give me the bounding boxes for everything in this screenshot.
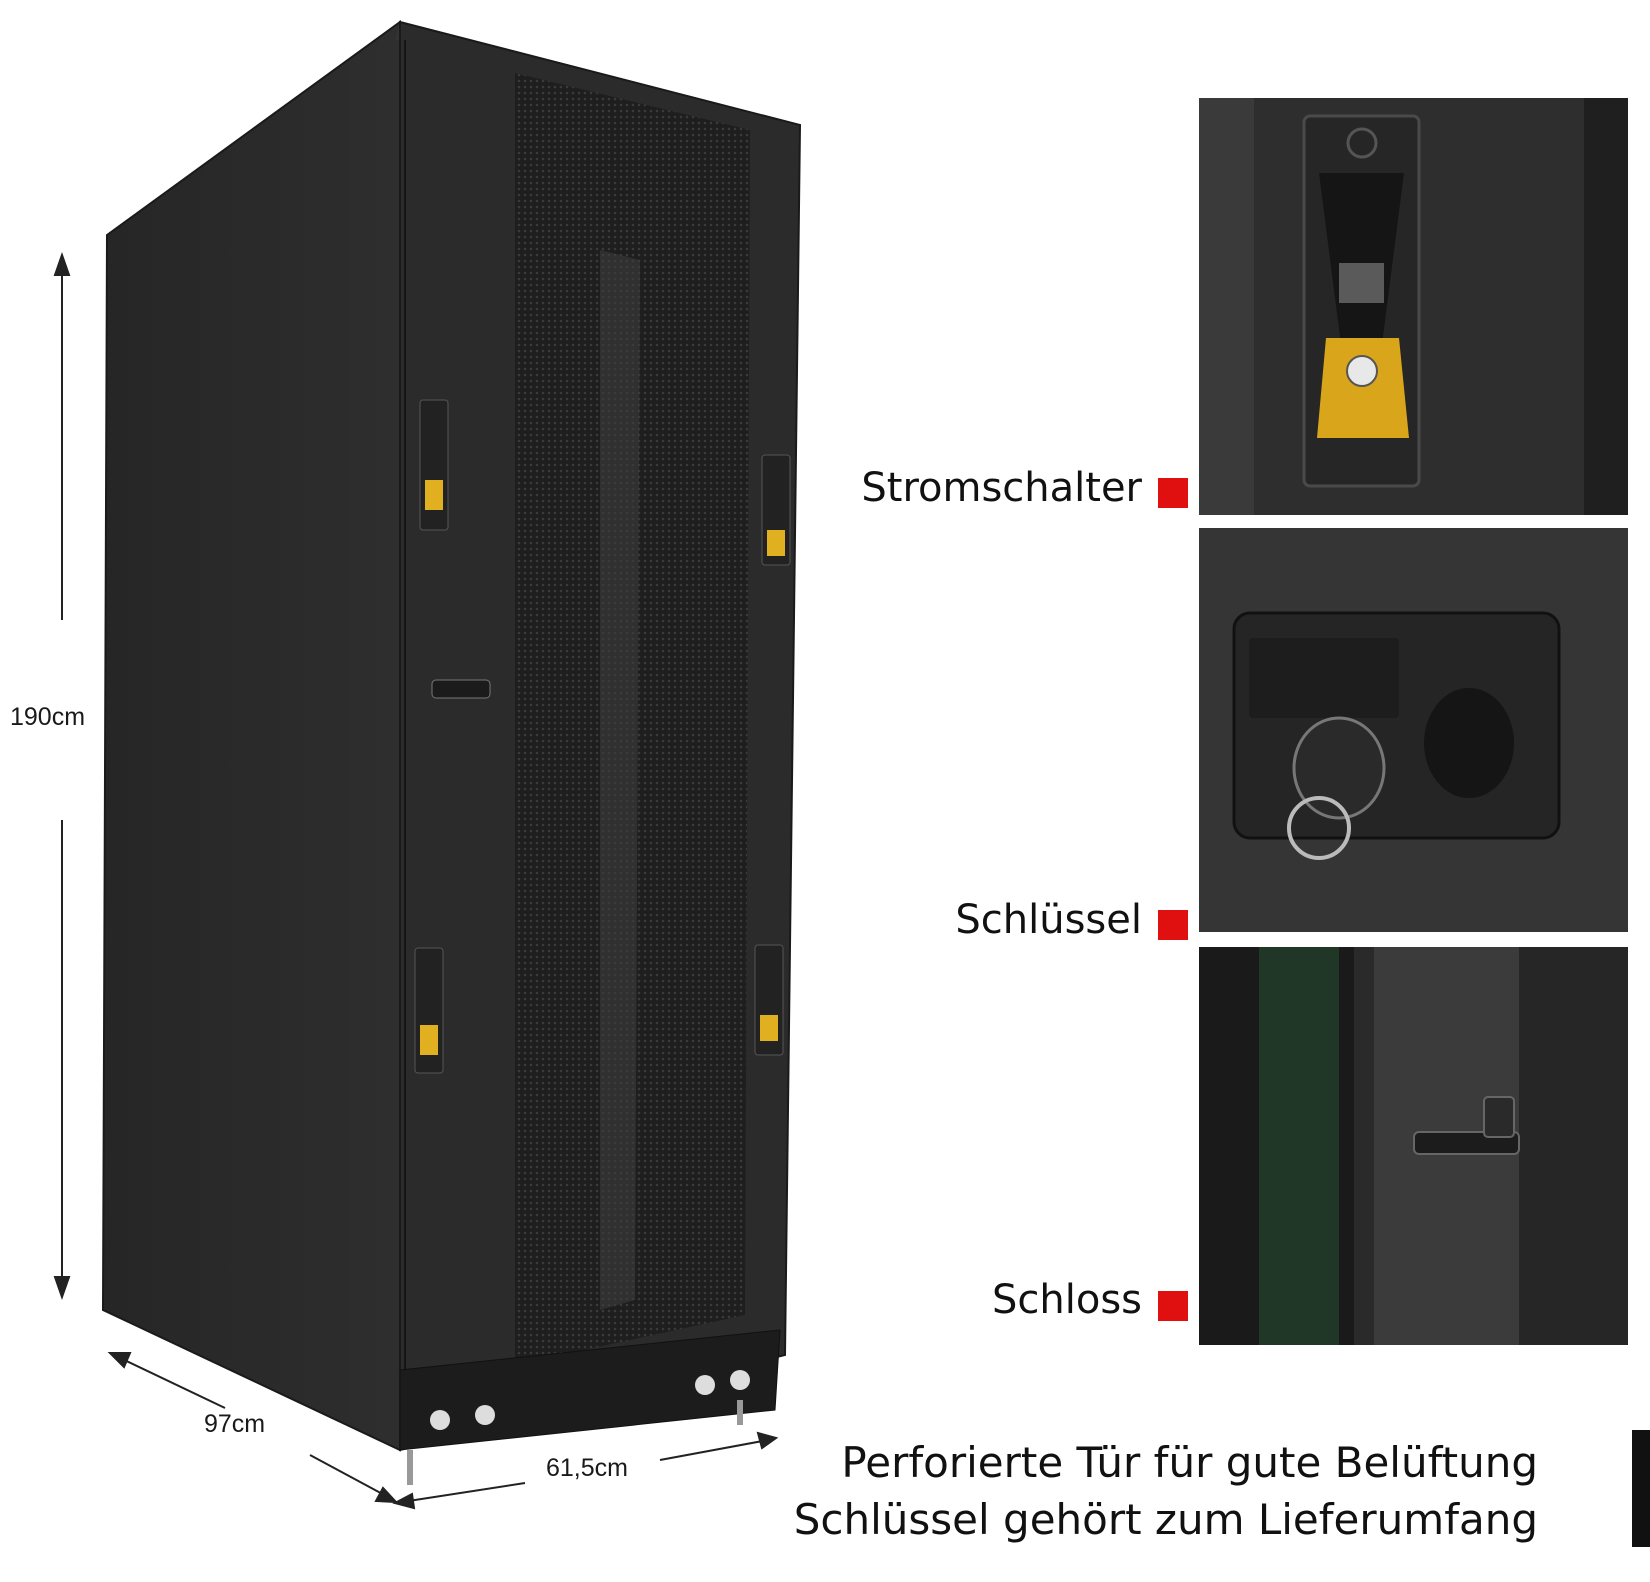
caption-line-ventilation: Perforierte Tür für gute Belüftung	[841, 1438, 1538, 1487]
callout-label-lock: Schloss	[992, 1277, 1142, 1323]
marker-key	[1158, 910, 1188, 940]
height-dimension-label: 190cm	[10, 703, 86, 731]
height-dimension-arrow	[53, 251, 71, 1301]
power-switch-photo	[1199, 98, 1628, 515]
key-lock-photo	[1199, 528, 1628, 932]
marker-power-switch	[1158, 478, 1188, 508]
marker-lock	[1158, 1291, 1188, 1321]
caption-accent-bar	[1632, 1430, 1650, 1547]
callout-label-key: Schlüssel	[955, 897, 1142, 943]
width-dimension-arrow	[392, 1431, 779, 1510]
callout-label-power-switch: Stromschalter	[861, 465, 1142, 511]
depth-dimension-label: 97cm	[204, 1410, 266, 1438]
depth-dimension-arrow	[107, 1352, 399, 1504]
door-handle-photo	[1199, 947, 1628, 1345]
width-dimension-label: 61,5cm	[546, 1454, 628, 1482]
server-rack-cabinet	[53, 20, 802, 1510]
caption-line-key-included: Schlüssel gehört zum Lieferumfang	[793, 1495, 1538, 1544]
